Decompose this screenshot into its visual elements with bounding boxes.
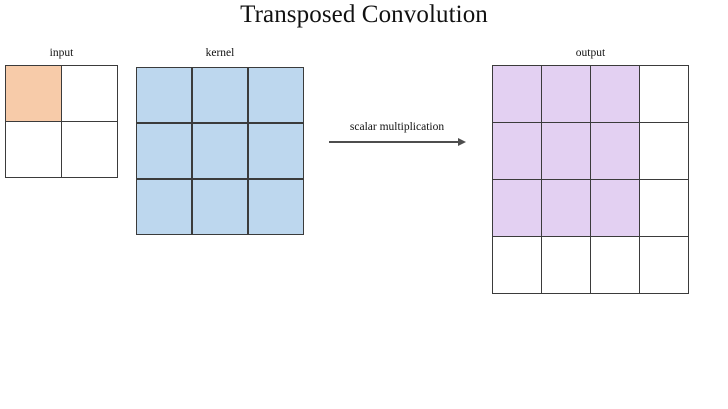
- kernel-matrix-grid: [136, 67, 304, 235]
- kernel-cell-r1-c0: [137, 123, 192, 179]
- input-cell-r0-c0: [6, 66, 61, 121]
- output-cell-r3-c1: [542, 237, 590, 293]
- operation-label: scalar multiplication: [349, 121, 445, 133]
- output-cell-r1-c2: [591, 123, 639, 179]
- output-cell-r2-c3: [640, 180, 688, 236]
- output-cell-r0-c1: [542, 66, 590, 122]
- input-cell-r1-c1: [62, 122, 117, 177]
- output-cell-r0-c3: [640, 66, 688, 122]
- kernel-cell-r1-c1: [192, 123, 248, 179]
- output-cell-r2-c1: [542, 180, 590, 236]
- kernel-cell-r0-c1: [192, 68, 248, 123]
- output-cell-r1-c0: [493, 123, 541, 179]
- kernel-grid-label: kernel: [205, 47, 235, 59]
- output-cell-r0-c0: [493, 66, 541, 122]
- output-cell-r2-c2: [591, 180, 639, 236]
- kernel-cell-r2-c1: [192, 179, 248, 234]
- output-cell-r3-c3: [640, 237, 688, 293]
- input-cell-r0-c1: [62, 66, 117, 121]
- output-cell-r1-c1: [542, 123, 590, 179]
- operation-arrow-line: [329, 141, 458, 143]
- figure-title: Transposed Convolution: [240, 1, 488, 28]
- output-cell-r2-c0: [493, 180, 541, 236]
- output-grid-label: output: [575, 47, 606, 59]
- operation-arrow-head-icon: [458, 137, 466, 146]
- kernel-cell-r2-c2: [248, 179, 303, 234]
- kernel-cell-r0-c0: [137, 68, 192, 123]
- output-matrix-grid: [492, 65, 689, 294]
- kernel-cell-r2-c0: [137, 179, 192, 234]
- input-matrix-grid: [5, 65, 118, 178]
- output-cell-r3-c0: [493, 237, 541, 293]
- kernel-cell-r1-c2: [248, 123, 303, 179]
- input-cell-r1-c0: [6, 122, 61, 177]
- kernel-cell-r0-c2: [248, 68, 303, 123]
- output-cell-r1-c3: [640, 123, 688, 179]
- input-grid-label: input: [49, 47, 74, 59]
- output-cell-r3-c2: [591, 237, 639, 293]
- output-cell-r0-c2: [591, 66, 639, 122]
